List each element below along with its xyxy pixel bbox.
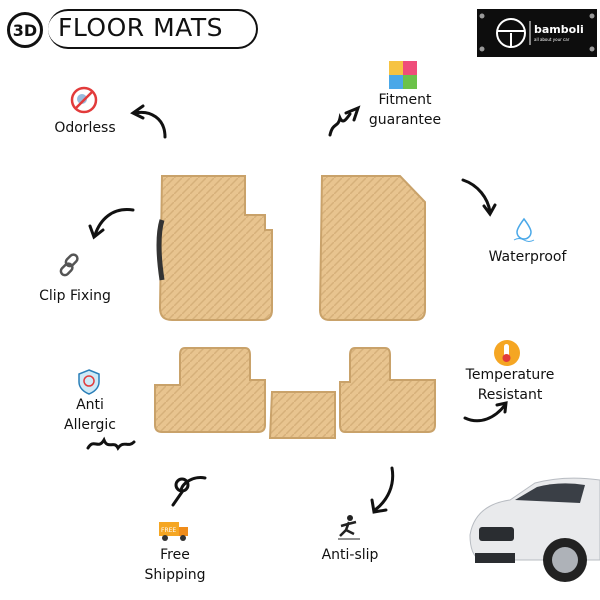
3d-badge: 3D (7, 12, 43, 48)
delivery-truck-icon: FREE (159, 522, 188, 541)
logo-tagline: all about your car (534, 37, 570, 42)
puzzle-icon (389, 61, 417, 89)
front-left-mat (158, 175, 273, 321)
brand-logo: bamboli all about your car (477, 9, 597, 57)
arrow-icon (463, 403, 507, 423)
arrow-icon (461, 178, 492, 214)
feature-clip-fixing: Clip Fixing (39, 288, 111, 304)
arrow-icon (86, 436, 136, 451)
steering-wheel-icon (479, 13, 595, 52)
feature-odorless: Odorless (54, 120, 116, 136)
feature-anti-allergic: Anti Allergic (64, 397, 116, 433)
no-odor-icon (70, 86, 98, 114)
arrow-icon (171, 476, 207, 507)
chain-link-icon (59, 253, 79, 277)
feature-free-shipping: Free Shipping (144, 547, 206, 583)
logo-brand: bamboli (534, 23, 584, 36)
feature-temperature: Temperature Resistant (465, 367, 555, 403)
car-image (469, 477, 600, 582)
title-pill (48, 9, 258, 49)
slip-icon (338, 515, 360, 540)
rear-left-mat (154, 347, 266, 433)
allergy-shield-icon (78, 369, 100, 395)
feature-anti-slip: Anti-slip (321, 547, 379, 563)
feature-fitment: Fitment guarantee (368, 92, 442, 128)
floor-mats-image (154, 175, 436, 439)
water-drop-icon (513, 217, 535, 242)
arrow-icon (373, 466, 395, 512)
rear-center-mat (268, 391, 336, 439)
rear-right-mat (339, 347, 436, 433)
feature-waterproof: Waterproof (488, 249, 567, 265)
arrow-icon (328, 112, 352, 137)
svg-text:FREE: FREE (161, 527, 176, 534)
arrow-icon (93, 208, 135, 237)
page-title: FLOOR MATS (58, 13, 223, 42)
arrow-icon (133, 110, 167, 139)
front-right-mat (318, 175, 426, 321)
thermometer-icon (494, 340, 520, 366)
